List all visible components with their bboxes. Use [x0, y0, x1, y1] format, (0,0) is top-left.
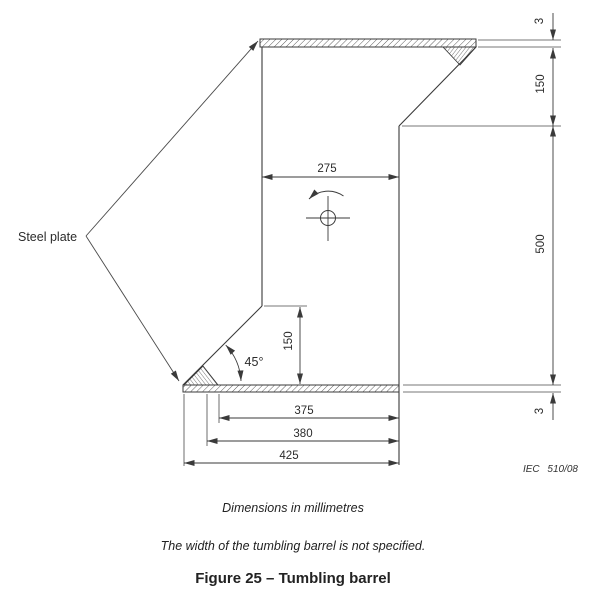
steel-plates: [182, 38, 478, 393]
dim-425-label: 425: [279, 450, 298, 462]
bottom-weld-wedge: [182, 365, 219, 386]
dim-150-top-label: 150: [535, 74, 547, 93]
steel-plate-label: Steel plate: [18, 230, 77, 244]
dim-3-top-label: 3: [534, 18, 546, 24]
angle-45-label: 45°: [245, 355, 264, 369]
extension-lines: [183, 39, 561, 466]
dim-3-bottom-label: 3: [534, 408, 546, 414]
dim-380-label: 380: [293, 428, 312, 440]
barrel-outline: [182, 46, 477, 465]
figure-title: Figure 25 – Tumbling barrel: [195, 570, 391, 587]
top-weld-wedge: [441, 46, 478, 66]
dim-500-label: 500: [535, 234, 547, 253]
dim-275-label: 275: [317, 163, 336, 175]
rotation-arrow-arc: [308, 189, 344, 200]
width-note: The width of the tumbling barrel is not …: [160, 539, 426, 553]
dim-375-label: 375: [294, 405, 313, 417]
dim-150-middle-label: 150: [283, 331, 295, 350]
angle-45-arc: [225, 344, 244, 382]
rotation-symbol: [306, 189, 350, 241]
units-note: Dimensions in millimetres: [222, 501, 364, 515]
bottom-plate: [182, 384, 400, 393]
bottom-left-slope: [182, 305, 263, 386]
steel-plate-leader: [85, 40, 259, 382]
iec-reference: IEC 510/08: [523, 464, 578, 475]
tumbling-barrel-drawing: Steel plate 3 150 500 3 275 150 45° 375 …: [18, 13, 578, 475]
dimension-lines: [184, 13, 556, 466]
top-plate: [259, 38, 477, 48]
